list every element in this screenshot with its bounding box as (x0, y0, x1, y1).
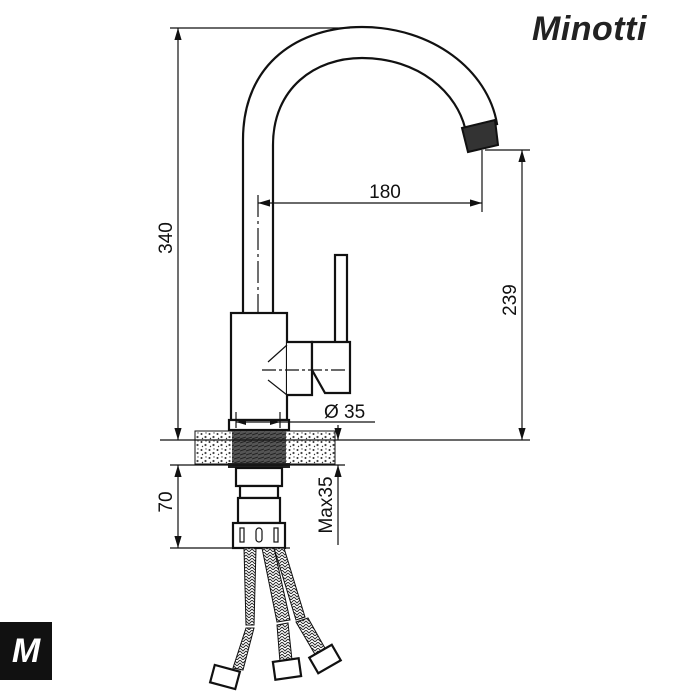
supply-hoses (208, 547, 343, 691)
dimension-spout-reach: 180 (258, 150, 483, 212)
hose-nut (271, 657, 303, 681)
lever-handle (333, 253, 349, 347)
brand-logo: Minotti (532, 10, 647, 48)
hose-nut (208, 663, 242, 691)
svg-text:70: 70 (156, 491, 177, 512)
faucet-body (227, 253, 352, 432)
svg-text:Max35: Max35 (316, 476, 337, 533)
svg-text:Ø 35: Ø 35 (324, 402, 365, 423)
svg-text:239: 239 (500, 284, 521, 316)
dimension-total-height: 340 (156, 27, 350, 440)
lever-block (310, 340, 352, 395)
brand-badge: M (0, 622, 52, 680)
svg-text:180: 180 (369, 182, 401, 203)
countertop (194, 430, 336, 468)
svg-text:340: 340 (156, 222, 177, 254)
dimension-base-diameter: Ø 35 (235, 402, 375, 428)
dimension-counter-thickness: Max35 (170, 425, 345, 545)
faucet-shank (231, 466, 287, 550)
dimension-shank-length: 70 (156, 465, 290, 549)
faucet-spout (241, 25, 500, 317)
dimension-spout-height: 239 (160, 149, 530, 441)
hose-nut (307, 643, 343, 675)
spout-nozzle (460, 118, 500, 154)
